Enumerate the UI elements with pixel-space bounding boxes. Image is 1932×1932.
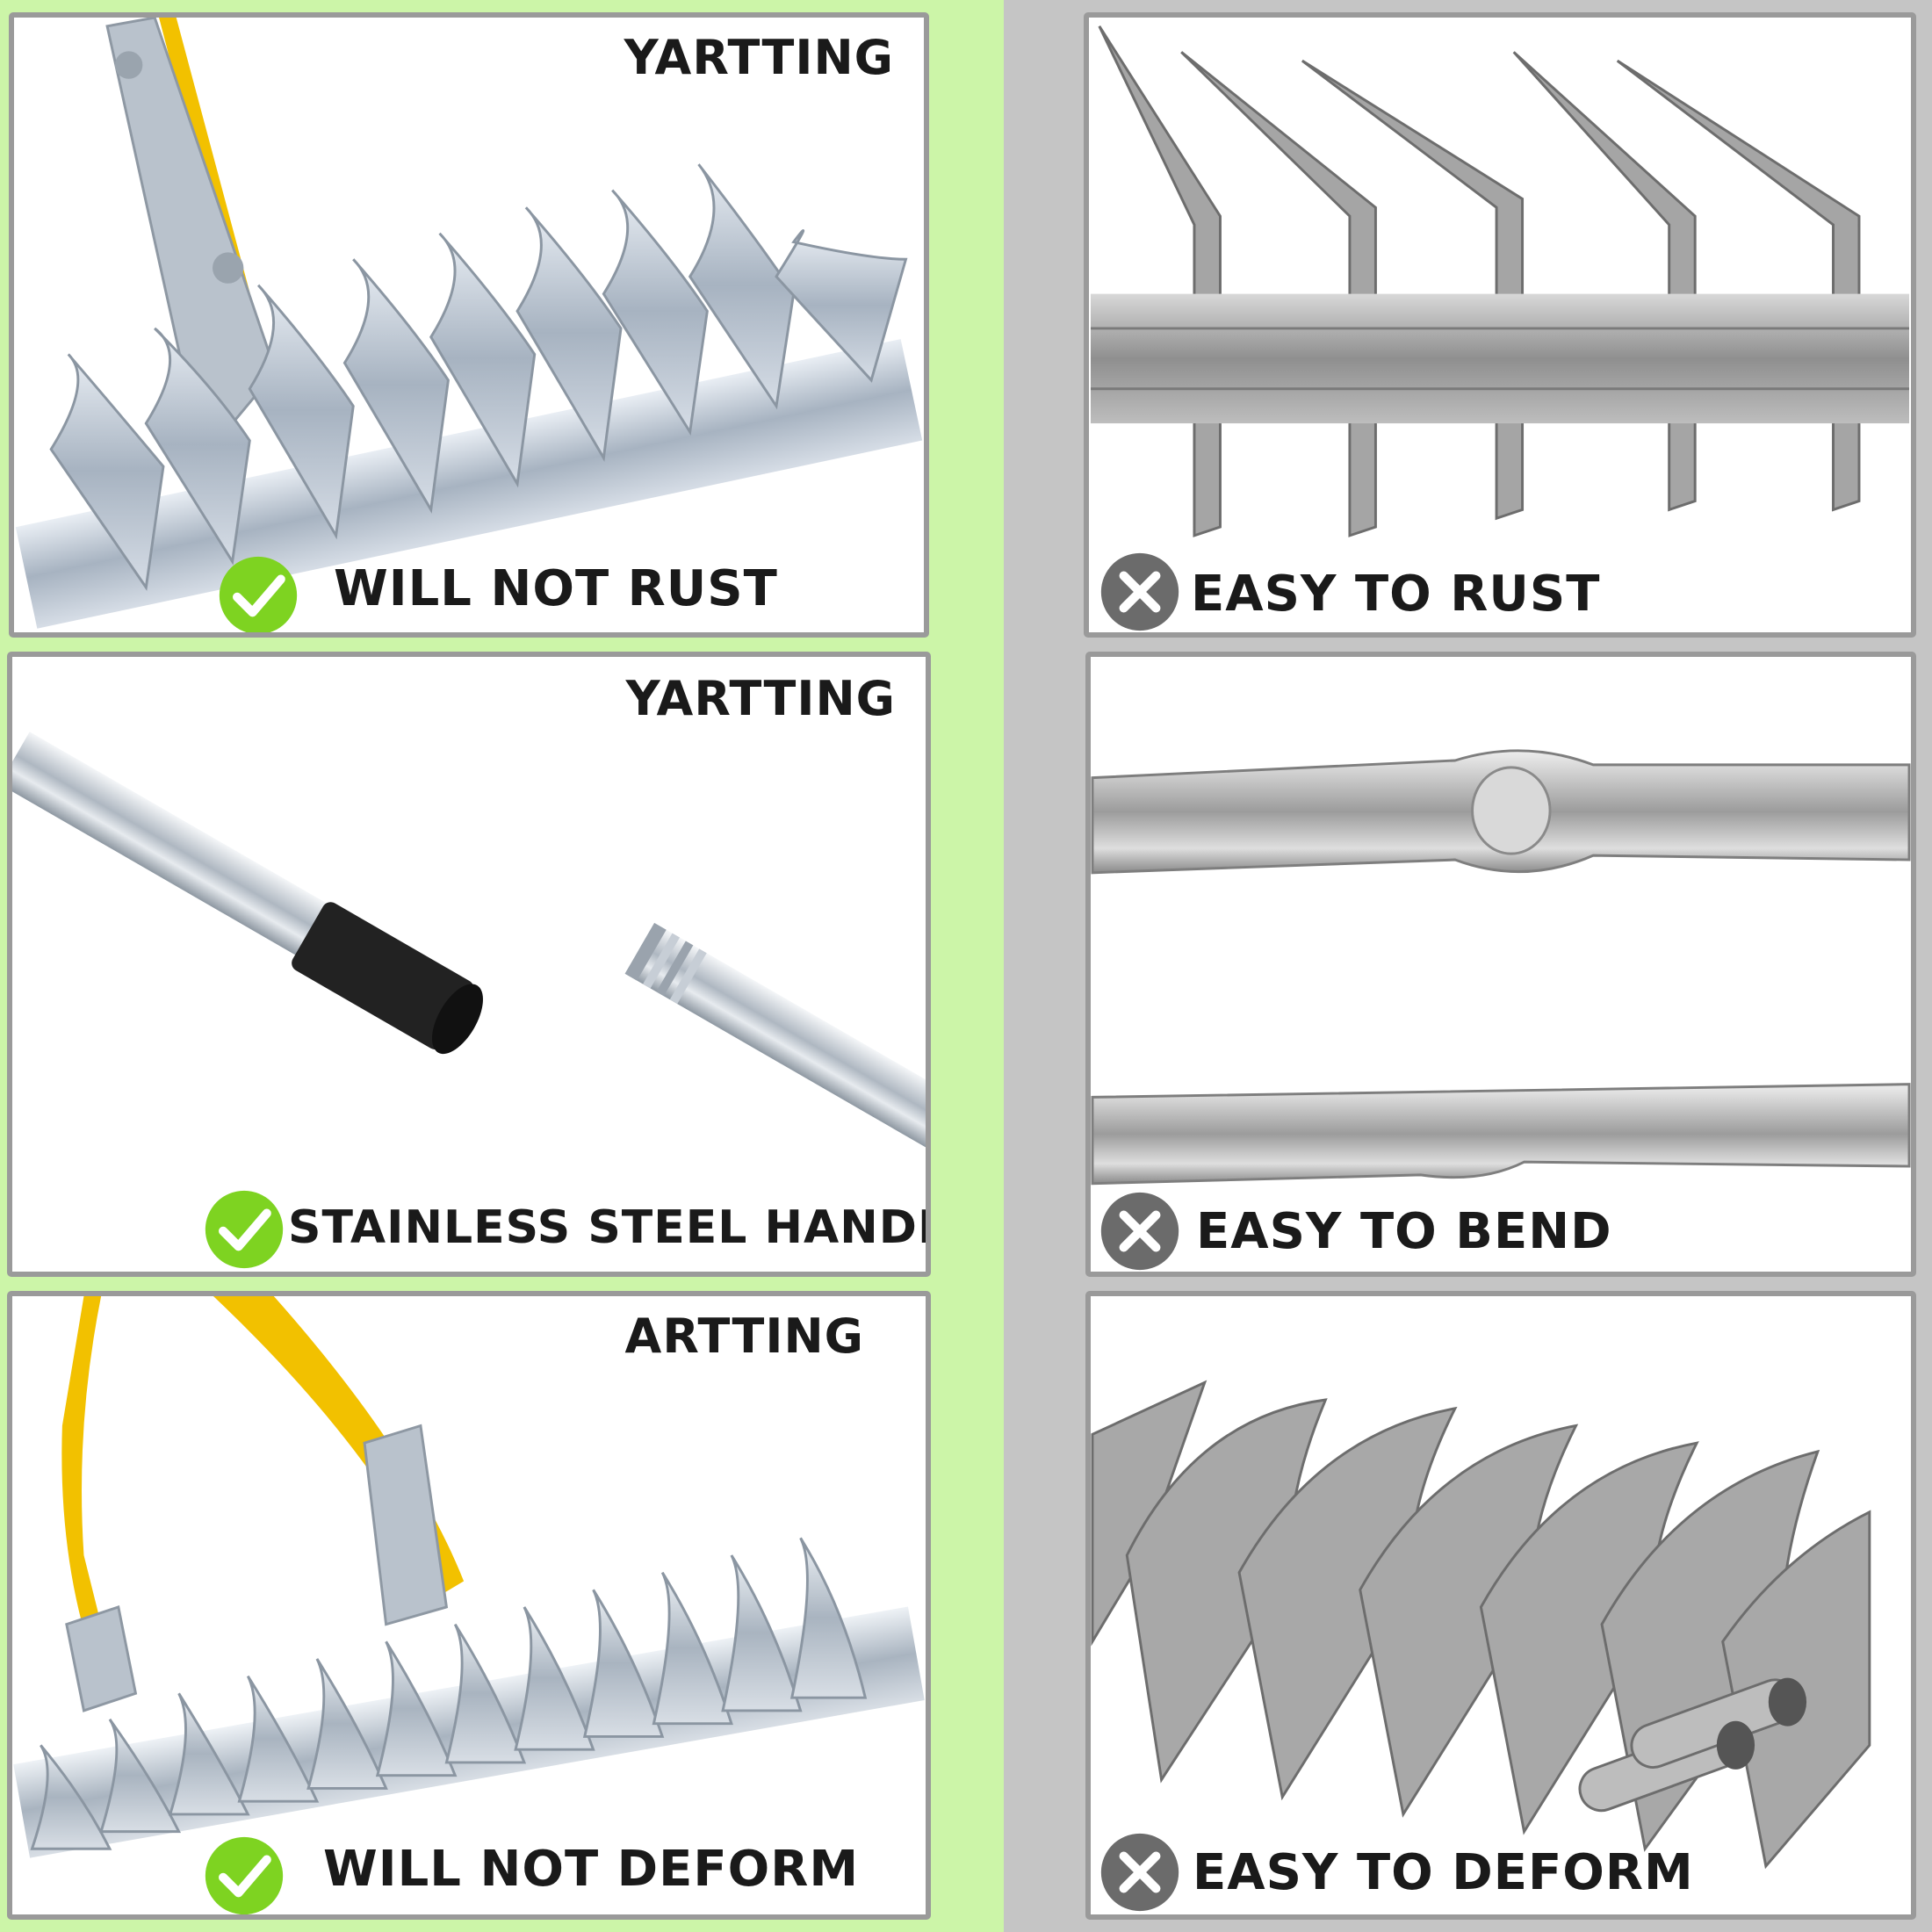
brand-label: YARTTING: [624, 30, 894, 85]
deformed-blades-photo: [1091, 1380, 1871, 1870]
rake-blades-photo: [15, 18, 923, 629]
check-circle-icon: [218, 555, 299, 632]
flaw-caption: EASY TO BEND: [1196, 1203, 1612, 1260]
steel-handle-photo: [12, 732, 926, 1156]
feature-caption: WILL NOT RUST: [334, 560, 778, 617]
flaw-caption: EASY TO RUST: [1191, 566, 1601, 623]
feature-caption: WILL NOT DEFORM: [323, 1841, 860, 1898]
cross-circle-icon: [1099, 551, 1180, 632]
check-circle-icon: [204, 1835, 285, 1914]
cross-circle-icon: [1099, 1832, 1180, 1913]
check-circle-icon: [204, 1189, 285, 1270]
bad-panel-deform: EASY TO DEFORM: [1085, 1291, 1916, 1920]
flaw-caption: EASY TO DEFORM: [1193, 1844, 1694, 1901]
good-panel-deform: ARTTING WILL NOT DEFORM: [7, 1291, 931, 1920]
bad-panel-bend: EASY TO BEND: [1085, 652, 1916, 1277]
brand-label: YARTTING: [625, 671, 896, 726]
cross-circle-icon: [1099, 1191, 1180, 1272]
good-panel-handle: YARTTING STAINLESS STEEL HANDLE: [7, 652, 931, 1277]
rusty-rake-photo: [1090, 25, 1910, 537]
brand-label: ARTTING: [624, 1308, 864, 1364]
rake-head-photo: [13, 1296, 925, 1858]
good-panel-rust: YARTTING WILL NOT RUST: [9, 12, 929, 638]
bad-panel-rust: EASY TO RUST: [1084, 12, 1916, 638]
feature-caption: STAINLESS STEEL HANDLE: [288, 1201, 931, 1254]
bent-tubes-photo: [1091, 749, 1911, 1186]
